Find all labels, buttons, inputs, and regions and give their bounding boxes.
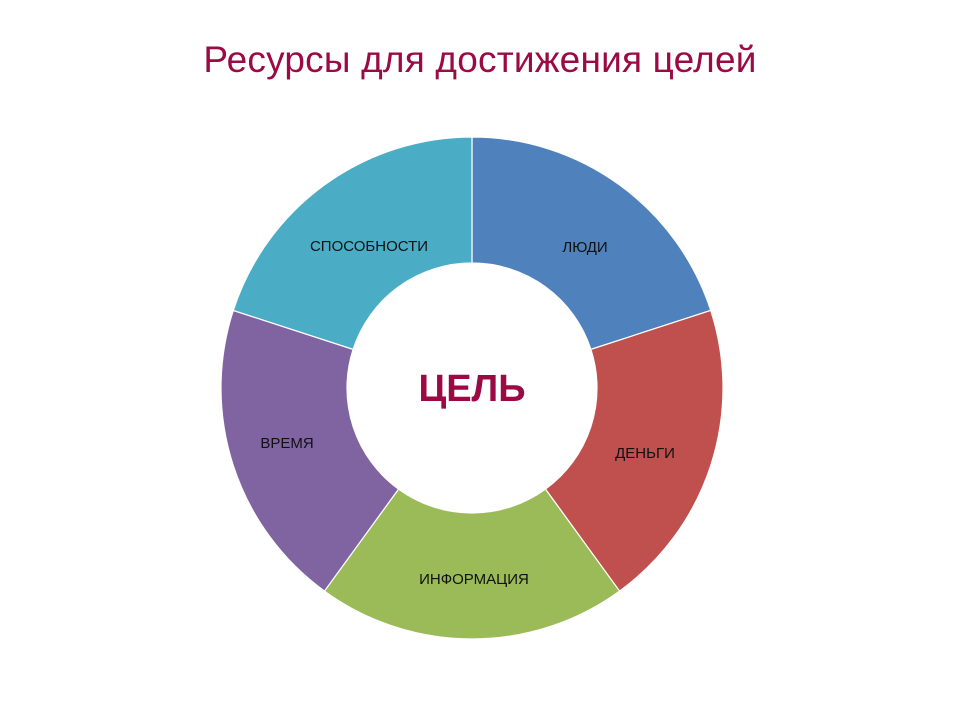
donut-labels: ЛЮДИ ДЕНЬГИ ИНФОРМАЦИЯ ВРЕМЯ СПОСОБНОСТИ <box>260 238 675 588</box>
donut-segment-4 <box>220 309 400 592</box>
donut-segment-5 <box>232 136 473 351</box>
slide-title: Ресурсы для достижения целей <box>203 39 757 80</box>
center-label: ЦЕЛЬ <box>418 368 525 410</box>
segment-label: СПОСОБНОСТИ <box>310 238 428 255</box>
segment-label: ВРЕМЯ <box>260 435 313 452</box>
donut-segment-3 <box>323 488 621 640</box>
segment-label: ИНФОРМАЦИЯ <box>419 571 529 588</box>
donut-segment-1 <box>471 136 712 351</box>
donut-segment-2 <box>544 309 724 592</box>
donut-segments <box>220 136 724 640</box>
segment-label: ДЕНЬГИ <box>615 445 675 462</box>
segment-label: ЛЮДИ <box>562 239 607 256</box>
